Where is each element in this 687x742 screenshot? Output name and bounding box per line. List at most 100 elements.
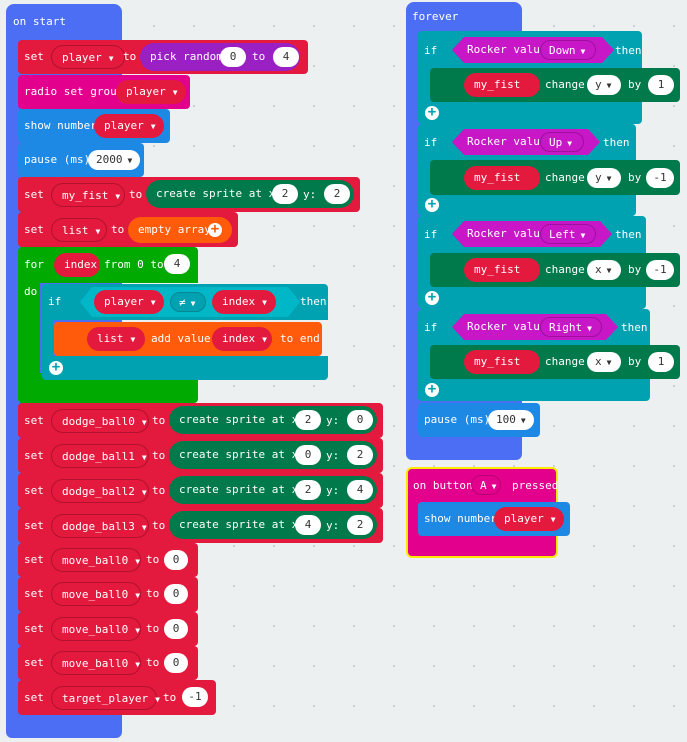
set-dodge-ball-block[interactable]: set dodge_ball3▼ to create sprite at x: … xyxy=(18,508,383,543)
set-move-ball-block[interactable]: set move_ball0▼ to 0 xyxy=(18,577,198,612)
value-input[interactable]: 0 xyxy=(164,550,188,570)
plus-circle-icon[interactable]: + xyxy=(425,197,439,212)
pause-duration-dropdown[interactable]: 100▼ xyxy=(488,410,534,430)
plus-circle-icon[interactable]: + xyxy=(49,360,63,375)
var-index-pill[interactable]: index xyxy=(54,253,100,277)
create-sprite-block[interactable]: create sprite at x: xyxy=(169,476,377,504)
set-target-player-block[interactable]: set target_player▼ to -1 xyxy=(18,680,216,715)
plus-circle-icon[interactable]: + xyxy=(425,290,439,305)
random-min-input[interactable]: 0 xyxy=(220,47,246,67)
pause-duration-dropdown[interactable]: 2000▼ xyxy=(88,150,140,170)
set-dodge-ball-block[interactable]: set dodge_ball0▼ to create sprite at x: … xyxy=(18,403,383,438)
caret-down-icon: ▼ xyxy=(172,88,178,97)
var-dodge-ball-dropdown[interactable]: dodge_ball1▼ xyxy=(51,444,149,468)
change-my-fist-block[interactable]: my_fist change y▼ by -1 xyxy=(430,160,680,195)
plus-circle-icon[interactable]: + xyxy=(425,382,439,397)
var-my-fist-dropdown[interactable]: my_fist xyxy=(464,258,540,282)
var-dodge-ball-dropdown[interactable]: dodge_ball3▼ xyxy=(51,514,149,538)
rocker-direction-dropdown[interactable]: Right▼ xyxy=(540,317,602,337)
set-dodge-ball-block[interactable]: set dodge_ball2▼ to create sprite at x: … xyxy=(18,473,383,508)
var-index-dropdown[interactable]: index▼ xyxy=(212,290,276,314)
pause-block[interactable]: pause (ms) 100▼ xyxy=(418,403,540,437)
var-player-dropdown[interactable]: player▼ xyxy=(494,507,564,531)
set-list-block[interactable]: set list▼ to empty array + xyxy=(18,212,238,247)
var-player-dropdown[interactable]: player▼ xyxy=(116,80,186,104)
if-block[interactable]: if player▼ ≠▼ index▼ then xyxy=(42,284,328,320)
operator-dropdown[interactable]: ≠▼ xyxy=(170,292,206,312)
sprite-x-input[interactable]: 0 xyxy=(295,445,321,465)
var-move-ball-dropdown[interactable]: move_ball0▼ xyxy=(51,548,141,572)
sprite-y-input[interactable]: 2 xyxy=(347,445,373,465)
rocker-direction-dropdown[interactable]: Up▼ xyxy=(540,132,584,152)
var-dodge-ball-dropdown[interactable]: dodge_ball0▼ xyxy=(51,409,149,433)
pause-block[interactable]: pause (ms) 2000▼ xyxy=(18,143,144,177)
axis-dropdown[interactable]: y▼ xyxy=(587,168,621,188)
var-index-dropdown[interactable]: index▼ xyxy=(212,327,272,351)
show-number-label: show number xyxy=(24,119,97,132)
sprite-x-input[interactable]: 2 xyxy=(295,480,321,500)
sprite-y-input[interactable]: 4 xyxy=(347,480,373,500)
create-sprite-block[interactable]: create sprite at x: xyxy=(169,406,377,434)
var-move-ball-dropdown[interactable]: move_ball0▼ xyxy=(51,617,141,641)
show-number-block[interactable]: show number player▼ xyxy=(418,502,570,536)
create-sprite-block[interactable]: create sprite at x: xyxy=(169,511,377,539)
var-my-fist-dropdown[interactable]: my_fist xyxy=(464,166,540,190)
value-input[interactable]: 0 xyxy=(164,584,188,604)
rocker-direction-dropdown[interactable]: Down▼ xyxy=(540,40,596,60)
for-loop-block[interactable]: for index from 0 to 4 xyxy=(18,247,198,283)
loop-upper-input[interactable]: 4 xyxy=(164,254,190,274)
if-label: if xyxy=(48,295,62,308)
var-my-fist-dropdown[interactable]: my_fist▼ xyxy=(51,183,125,207)
to-label: to xyxy=(146,587,160,600)
set-move-ball-block[interactable]: set move_ball0▼ to 0 xyxy=(18,646,198,680)
var-move-ball-dropdown[interactable]: move_ball0▼ xyxy=(51,651,141,675)
var-player-dropdown[interactable]: player▼ xyxy=(94,114,164,138)
sprite-x-input[interactable]: 2 xyxy=(272,184,298,204)
create-sprite-block[interactable]: create sprite at x: xyxy=(146,180,354,208)
sprite-y-input[interactable]: 0 xyxy=(347,410,373,430)
change-my-fist-block[interactable]: my_fist change y▼ by 1 xyxy=(430,68,680,102)
random-max-input[interactable]: 4 xyxy=(273,47,299,67)
rocker-direction-dropdown[interactable]: Left▼ xyxy=(540,224,596,244)
value-input[interactable]: -1 xyxy=(182,687,208,707)
set-player-block[interactable]: set player▼ to pick random 0 to 4 xyxy=(18,40,308,74)
do-label: do xyxy=(24,285,38,298)
change-my-fist-block[interactable]: my_fist change x▼ by -1 xyxy=(430,253,680,287)
axis-dropdown[interactable]: x▼ xyxy=(587,352,621,372)
show-number-block[interactable]: show number player▼ xyxy=(18,109,170,143)
axis-dropdown[interactable]: y▼ xyxy=(587,75,621,95)
var-target-player-dropdown[interactable]: target_player▼ xyxy=(51,686,160,710)
plus-circle-icon[interactable]: + xyxy=(208,222,222,237)
amount-input[interactable]: 1 xyxy=(648,75,674,95)
set-my-fist-block[interactable]: set my_fist▼ to create sprite at x: 2 y:… xyxy=(18,177,360,212)
set-move-ball-block[interactable]: set move_ball0▼ to 0 xyxy=(18,543,198,577)
sprite-x-input[interactable]: 4 xyxy=(295,515,321,535)
sprite-y-input[interactable]: 2 xyxy=(324,184,350,204)
var-dodge-ball-dropdown[interactable]: dodge_ball2▼ xyxy=(51,479,149,503)
var-list-dropdown[interactable]: list▼ xyxy=(51,218,107,242)
list-add-value-block[interactable]: list▼ add value index▼ to end xyxy=(54,322,322,356)
var-player-dropdown[interactable]: player▼ xyxy=(51,45,125,69)
create-sprite-block[interactable]: create sprite at x: xyxy=(169,441,377,469)
var-list-dropdown[interactable]: list▼ xyxy=(87,327,145,351)
amount-input[interactable]: 1 xyxy=(648,352,674,372)
button-dropdown[interactable]: A▼ xyxy=(471,475,501,495)
radio-set-group-block[interactable]: radio set group player▼ xyxy=(18,75,190,109)
axis-dropdown[interactable]: x▼ xyxy=(587,260,621,280)
sprite-x-input[interactable]: 2 xyxy=(295,410,321,430)
var-my-fist-dropdown[interactable]: my_fist xyxy=(464,350,540,374)
plus-circle-icon[interactable]: + xyxy=(425,105,439,120)
var-player-dropdown[interactable]: player▼ xyxy=(94,290,164,314)
then-label: then xyxy=(300,295,327,308)
value-input[interactable]: 0 xyxy=(164,653,188,673)
var-my-fist-dropdown[interactable]: my_fist xyxy=(464,73,540,97)
amount-input[interactable]: -1 xyxy=(646,168,674,188)
set-move-ball-block[interactable]: set move_ball0▼ to 0 xyxy=(18,612,198,646)
sprite-y-input[interactable]: 2 xyxy=(347,515,373,535)
change-my-fist-block[interactable]: my_fist change x▼ by 1 xyxy=(430,345,680,379)
caret-down-icon: ▼ xyxy=(135,626,141,635)
var-move-ball-dropdown[interactable]: move_ball0▼ xyxy=(51,582,141,606)
set-dodge-ball-block[interactable]: set dodge_ball1▼ to create sprite at x: … xyxy=(18,438,383,473)
value-input[interactable]: 0 xyxy=(164,619,188,639)
amount-input[interactable]: -1 xyxy=(646,260,674,280)
